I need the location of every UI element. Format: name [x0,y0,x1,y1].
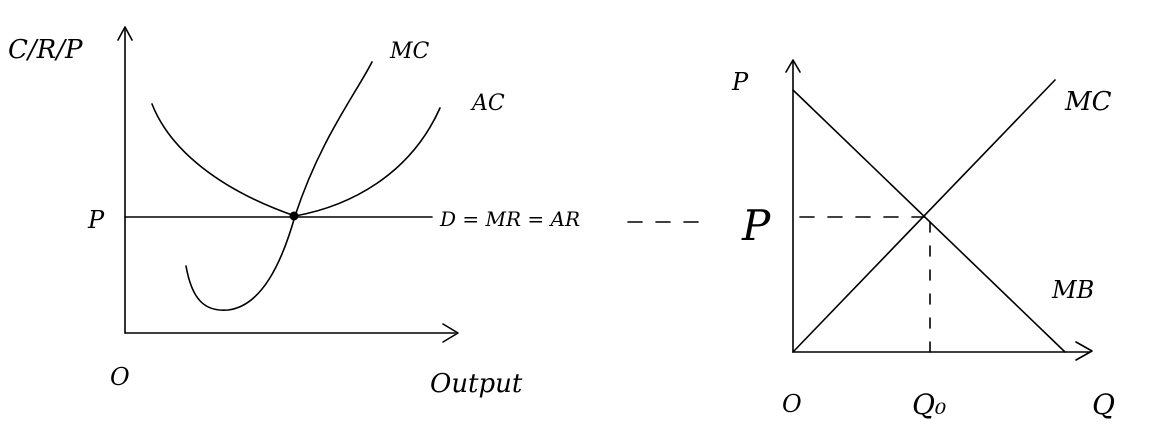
left-panel: C/R/P P O Output MC AC D = MR = AR [8,26,580,399]
mc-curve [185,61,373,311]
mc-line [792,79,1056,353]
mc-label-left: MC [389,39,430,64]
right-y-axis-arrow [785,59,801,73]
right-y-axis-label: P [731,68,749,96]
left-x-axis-label: Output [430,369,523,399]
quantity-label: Q₀ [912,388,946,421]
mb-line [792,89,1066,353]
right-x-axis-label: Q [1092,388,1115,421]
left-price-label: P [87,206,105,234]
mb-label: MB [1051,276,1094,304]
left-x-axis-arrow [442,323,459,343]
right-price-label: P [741,201,771,250]
left-y-axis-arrow [117,26,133,41]
right-x-axis-arrow [1075,341,1093,361]
mc-label-right: MC [1064,87,1112,117]
left-equilibrium-point [289,211,299,221]
demand-label: D = MR = AR [439,207,580,231]
ac-curve [151,103,441,217]
ac-label: AC [470,91,505,116]
left-origin-label: O [110,363,130,391]
right-origin-label: O [782,390,802,418]
right-panel: P P MC MB O Q₀ Q [731,59,1115,421]
left-y-axis-label: C/R/P [8,35,83,65]
